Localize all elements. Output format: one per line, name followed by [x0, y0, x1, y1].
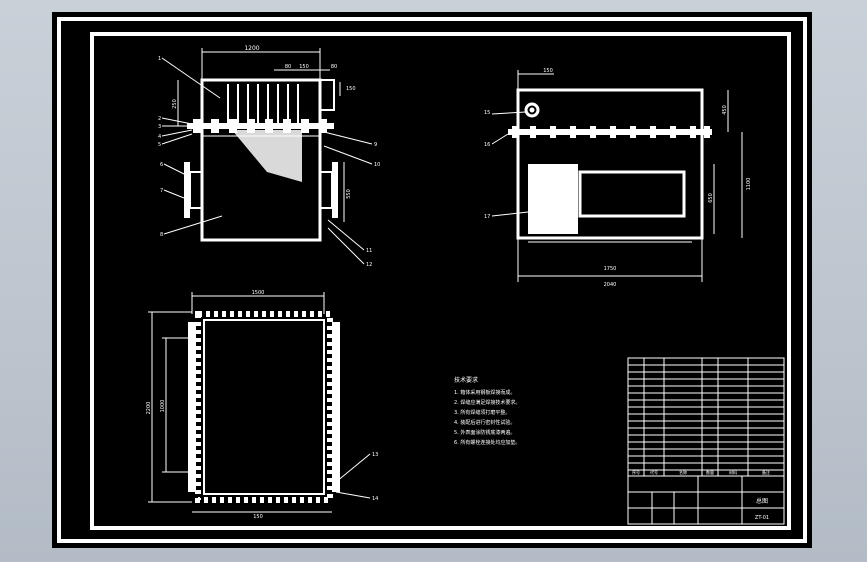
technical-notes: 技术要求 1. 箱体采用钢板焊接而成。 2. 焊缝应满足焊接技术要求。 3. 所…	[454, 376, 520, 446]
col-header-remark: 备注	[762, 469, 770, 475]
front-view-labels: 1200 80 150 80 150 250 550 1 2 3 4 5 6 7…	[158, 45, 380, 268]
drawing-number: ZT-01	[755, 515, 769, 521]
callout-13: 13	[372, 452, 378, 458]
callout-1: 1	[158, 56, 161, 62]
callout-7: 7	[160, 188, 163, 194]
drawing-title: 总图	[756, 497, 768, 505]
notes-title: 技术要求	[454, 376, 478, 384]
title-block-text: 总图 ZT-01	[755, 497, 769, 521]
note-line-3: 3. 所有焊缝须打磨平整。	[454, 409, 510, 416]
callout-14: 14	[372, 496, 378, 502]
drawing-sheet: 1200 80 150 80 150 250 550 1 2 3 4 5 6 7…	[57, 17, 807, 543]
callout-11: 11	[366, 248, 372, 254]
callout-5: 5	[158, 142, 161, 148]
front-dim-side-small: 150	[346, 86, 356, 92]
callout-6: 6	[160, 162, 163, 168]
note-line-1: 1. 箱体采用钢板焊接而成。	[454, 389, 515, 396]
col-header-name: 名称	[679, 469, 687, 475]
front-dim-top: 1200	[244, 45, 259, 52]
col-header-material: 材料	[729, 469, 737, 475]
callout-9: 9	[374, 142, 377, 148]
parts-list	[627, 357, 785, 477]
note-line-5: 5. 外表面涂防锈底漆两遍。	[454, 429, 515, 436]
front-dim-detail-a: 80	[285, 64, 291, 70]
callout-8: 8	[160, 232, 163, 238]
side-dim-bottom-inner: 1750	[604, 266, 617, 272]
note-line-6: 6. 所有螺栓连接处均应加垫。	[454, 439, 520, 446]
callout-10: 10	[374, 162, 380, 168]
callout-16: 16	[484, 142, 490, 148]
front-view	[161, 48, 373, 265]
side-view-labels: 150 1750 2040 450 650 1100 15 16 17	[484, 68, 752, 288]
side-dim-bottom-outer: 2040	[604, 282, 617, 288]
callout-3: 3	[158, 124, 161, 130]
plan-dim-bottom: 150	[253, 514, 263, 520]
callout-17: 17	[484, 214, 490, 220]
side-dim-right-inner: 650	[708, 193, 714, 203]
callout-4: 4	[158, 134, 161, 140]
front-dim-left: 250	[172, 99, 178, 109]
note-line-2: 2. 焊缝应满足焊接技术要求。	[454, 399, 520, 406]
cad-viewport[interactable]: 1200 80 150 80 150 250 550 1 2 3 4 5 6 7…	[52, 12, 812, 548]
side-dim-top: 150	[543, 68, 553, 74]
front-dim-detail-c: 80	[331, 64, 337, 70]
col-header-code: 代号	[650, 469, 658, 475]
plan-view	[148, 292, 371, 513]
plan-dim-left-outer: 2200	[146, 402, 152, 415]
title-block	[627, 475, 785, 525]
side-dim-right-top: 450	[722, 105, 728, 115]
parts-list-headers: 序号 代号 名称 数量 材料 备注	[632, 469, 770, 475]
sheet-inner-frame	[90, 32, 791, 530]
front-dim-detail-b: 150	[299, 64, 309, 70]
callout-2: 2	[158, 116, 161, 122]
callout-12: 12	[366, 262, 372, 268]
side-view	[491, 70, 743, 282]
front-dim-right: 550	[346, 189, 352, 199]
sheet-outer-frame	[57, 17, 807, 543]
note-line-4: 4. 装配后进行密封性试验。	[454, 419, 515, 426]
col-header-qty: 数量	[706, 469, 714, 475]
plan-dim-left-inner: 1000	[160, 400, 166, 413]
callout-15: 15	[484, 110, 490, 116]
plan-view-labels: 1500 150 2200 1000 13 14	[146, 290, 378, 520]
side-dim-right-outer: 1100	[746, 178, 752, 191]
plan-dim-top: 1500	[252, 290, 265, 296]
col-header-index: 序号	[632, 469, 640, 475]
